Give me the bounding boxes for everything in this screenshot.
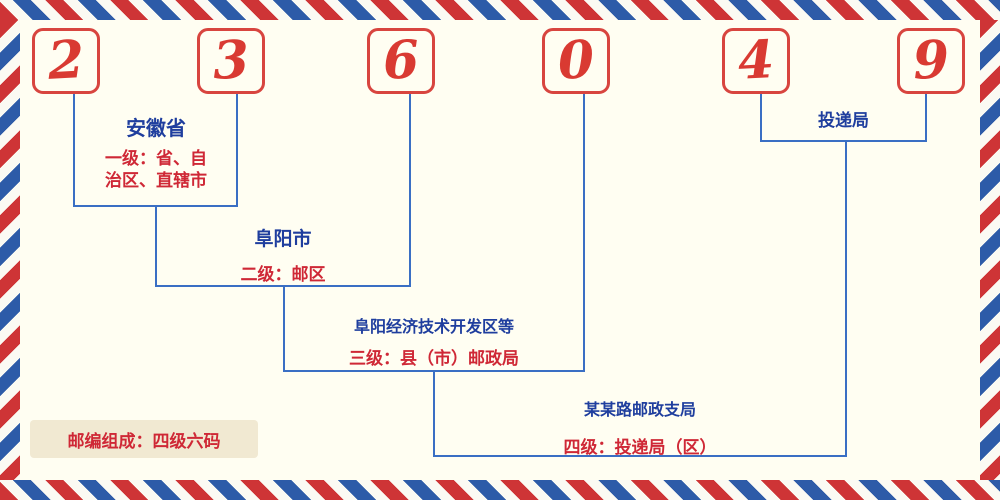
postal-digit-box-5: 4 [722,28,790,94]
airmail-border-top [0,0,1000,20]
postal-digit-box-4: 0 [542,28,610,94]
level1-province-name: 安徽省 [126,116,186,140]
postal-digit-3: 6 [381,29,421,92]
postal-code-composition-note: 邮编组成：四级六码 [30,420,258,458]
postal-digit-6: 9 [911,29,951,92]
level3-label-group: 阜阳经济技术开发区等 三级：县（市）邮政局 [285,313,583,369]
level2-description: 二级：邮区 [240,265,326,285]
airmail-border-bottom [0,480,1000,500]
postal-digit-1: 2 [46,29,86,92]
level1-label-group: 安徽省 一级：省、自 治区、直辖市 [74,112,238,192]
connector-line-delivery-bottom [760,140,927,142]
level1-description: 一级：省、自 治区、直辖市 [74,148,238,192]
postal-digit-box-3: 6 [367,28,435,94]
connector-line-delivery-right [925,94,927,142]
connector-line-level2-right [409,94,411,287]
level2-city-name: 阜阳市 [254,228,312,250]
level1-description-line1: 一级：省、自 [105,149,207,169]
postal-digit-box-2: 3 [197,28,265,94]
connector-line-level4-bottom [433,455,847,457]
connector-line-level2-left [155,205,157,287]
connector-line-delivery-left [760,94,762,142]
connector-line-level1-right [236,94,238,207]
postal-digit-5: 4 [736,29,776,92]
delivery-office-label-group: 投递局 [762,106,925,131]
postal-digit-box-6: 9 [897,28,965,94]
delivery-office-name: 投递局 [818,111,869,131]
level3-district-name: 阜阳经济技术开发区等 [353,317,514,336]
level4-description: 四级：投递局（区） [563,438,717,458]
postal-digit-2: 3 [211,29,251,92]
airmail-border-left [0,20,20,480]
level2-label-group: 阜阳市 二级：邮区 [157,224,409,285]
level3-description: 三级：县（市）邮政局 [349,349,519,369]
connector-line-level4-right [845,140,847,457]
airmail-border-right [980,20,1000,480]
composition-note-text: 邮编组成：四级六码 [67,431,221,452]
connector-line-level3-right [583,94,585,372]
postal-digit-box-1: 2 [32,28,100,94]
connector-line-level4-left [433,370,435,457]
level4-branch-name: 某某路邮政支局 [583,400,696,419]
postal-digit-4: 0 [556,29,596,92]
level4-label-group: 某某路邮政支局 四级：投递局（区） [435,396,845,458]
connector-line-level3-left [283,285,285,372]
level1-description-line2: 治区、直辖市 [105,171,207,191]
connector-line-level1-left [73,94,75,207]
